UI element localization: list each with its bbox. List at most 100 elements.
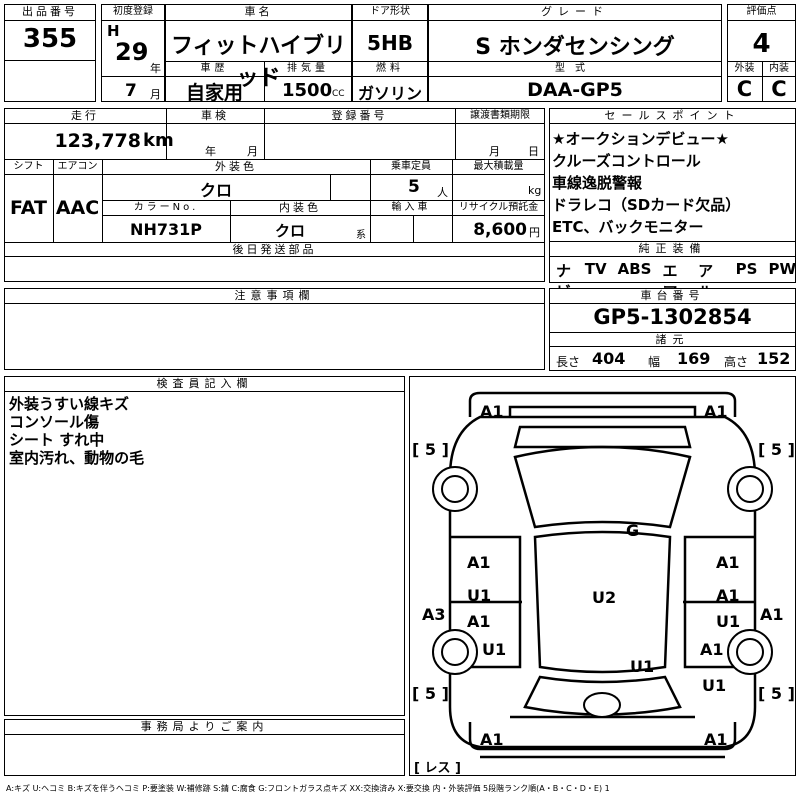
mark-spare: [ レス ] (414, 761, 461, 776)
recycle-fee: 8,600 (473, 220, 527, 240)
transfer-month: 月 (489, 145, 500, 158)
mileage: 123,778 (54, 130, 141, 152)
mark-right-door-a1: A1 (716, 586, 740, 605)
mileage-label: 走行 (71, 109, 99, 122)
reg-year: 29 (115, 38, 149, 66)
front-bumper-shape (468, 391, 737, 417)
mark-right-fender: A1 (716, 553, 740, 572)
inspector-note: シート すれ中 (9, 431, 105, 449)
office-panel (4, 719, 405, 776)
mark-rear-u: U1 (630, 657, 655, 676)
score: 4 (752, 29, 771, 59)
mark-tire-fl: [ 5 ] (412, 440, 449, 459)
reg-month: 7 (125, 81, 137, 101)
spare-tire-shape (583, 692, 621, 718)
max-load-label: 最大積載量 (473, 161, 524, 172)
roof-shape (533, 530, 672, 674)
month-unit: 月 (150, 88, 161, 101)
later-parts-label: 後日発送部品 (232, 243, 317, 256)
max-load-unit: kg (528, 184, 542, 197)
inspector-label: 検査員記入欄 (156, 377, 253, 390)
era: H (107, 22, 120, 40)
interior-grade: C (771, 77, 787, 101)
car-name-label: 車名 (244, 5, 273, 18)
mark-left-door-u: U1 (467, 586, 492, 605)
door-label: ドア形状 (370, 6, 410, 17)
shift: FAT (10, 197, 47, 219)
ext-color-label: 外装色 (215, 160, 257, 173)
transfer-label: 譲渡書類期限 (470, 110, 530, 121)
lot-no-label: 出品番号 (22, 5, 78, 18)
int-color: クロ (274, 222, 305, 240)
rear-window-shape (523, 675, 682, 716)
mark-glass: G (626, 521, 640, 540)
mark-front-right: A1 (704, 402, 728, 421)
equip-tv: TV (584, 260, 607, 278)
color-no-label: カラーNo. (133, 202, 199, 213)
score-label: 評価点 (746, 6, 777, 17)
mark-right-side: A1 (760, 605, 784, 624)
int-color-label: 内装色 (279, 201, 321, 214)
sales-points-panel (549, 108, 796, 283)
fuel-label: 燃料 (376, 63, 404, 74)
sales-point: ドラレコ（SDカード欠品） (552, 196, 741, 214)
mark-right-quarter: U1 (702, 676, 727, 695)
notes-panel (4, 288, 545, 370)
mark-rear-right: A1 (704, 730, 728, 749)
color-no: NH731P (130, 220, 202, 239)
length: 404 (592, 349, 626, 368)
length-label: 長さ (556, 355, 581, 369)
ac: AAC (55, 197, 100, 219)
equipment-label: 純正装備 (638, 242, 707, 255)
model: DAA-GP5 (527, 79, 623, 101)
lot-no: 355 (22, 24, 78, 54)
legend: A:キズ U:ヘコミ B:キズを伴うヘコミ P:要塗装 W:補修跡 S:錆 C:… (6, 784, 610, 793)
sales-points-label: セールスポイント (604, 109, 741, 122)
windshield-shape (513, 445, 692, 529)
door-type: 5HB (367, 31, 413, 55)
inspector-note: 外装うすい線キズ (9, 395, 130, 413)
displacement: 1500 (282, 80, 333, 101)
inspector-notes: 外装うすい線キズ コンソール傷 シート すれ中 室内汚れ、動物の毛 (9, 395, 144, 467)
grade: S ホンダセンシング (475, 35, 675, 60)
reg-no-label: 登録番号 (331, 109, 388, 122)
rear-bumper-shape (468, 722, 737, 751)
mark-right-door-u: U1 (716, 612, 741, 631)
transfer-day: 日 (528, 145, 539, 158)
chassis-number: GP5-1302854 (593, 305, 752, 329)
capacity: 5 (408, 177, 420, 197)
capacity-unit: 人 (437, 186, 448, 199)
chassis-panel (549, 288, 796, 371)
sales-point: 車線逸脱警報 (552, 174, 643, 192)
mark-tire-rr: [ 5 ] (758, 684, 795, 703)
sales-point: ★オークションデビュー★ (552, 130, 729, 148)
mark-roof: U2 (592, 588, 617, 607)
mark-left-side: A3 (422, 605, 446, 624)
height-label: 高さ (724, 355, 749, 369)
ext-color: クロ (199, 181, 232, 200)
mileage-unit: km (143, 130, 174, 151)
mark-left-rear-door: U1 (482, 640, 507, 659)
shift-label: シフト (13, 161, 44, 172)
import-label: 輸入車 (391, 202, 431, 213)
mark-tire-fr: [ 5 ] (758, 440, 795, 459)
equip-abs: ABS (617, 260, 652, 278)
ac-label: エアコン (57, 161, 98, 172)
inspector-panel (4, 376, 405, 716)
car-outline (432, 391, 773, 759)
equip-pw: PW (768, 260, 796, 278)
body-shape (448, 415, 757, 749)
exterior-label: 外装 (734, 63, 755, 74)
displacement-unit: CC (332, 89, 345, 99)
sales-points-list: ★オークションデビュー★ クルーズコントロール 車線逸脱警報 ドラレコ（SDカー… (552, 128, 740, 238)
chassis-label: 車台番号 (640, 289, 705, 302)
mark-left-door-a: A1 (467, 612, 491, 631)
recycle-label: リサイクル預託金 (458, 202, 539, 213)
specs-label: 諸元 (655, 333, 690, 346)
width: 169 (677, 349, 711, 368)
car-name: フィットハイブリッド (170, 34, 347, 91)
capacity-label: 乗車定員 (391, 161, 431, 172)
vehicle-info-table (4, 108, 545, 282)
width-label: 幅 (648, 355, 661, 369)
first-reg-label: 初度登録 (113, 6, 153, 17)
